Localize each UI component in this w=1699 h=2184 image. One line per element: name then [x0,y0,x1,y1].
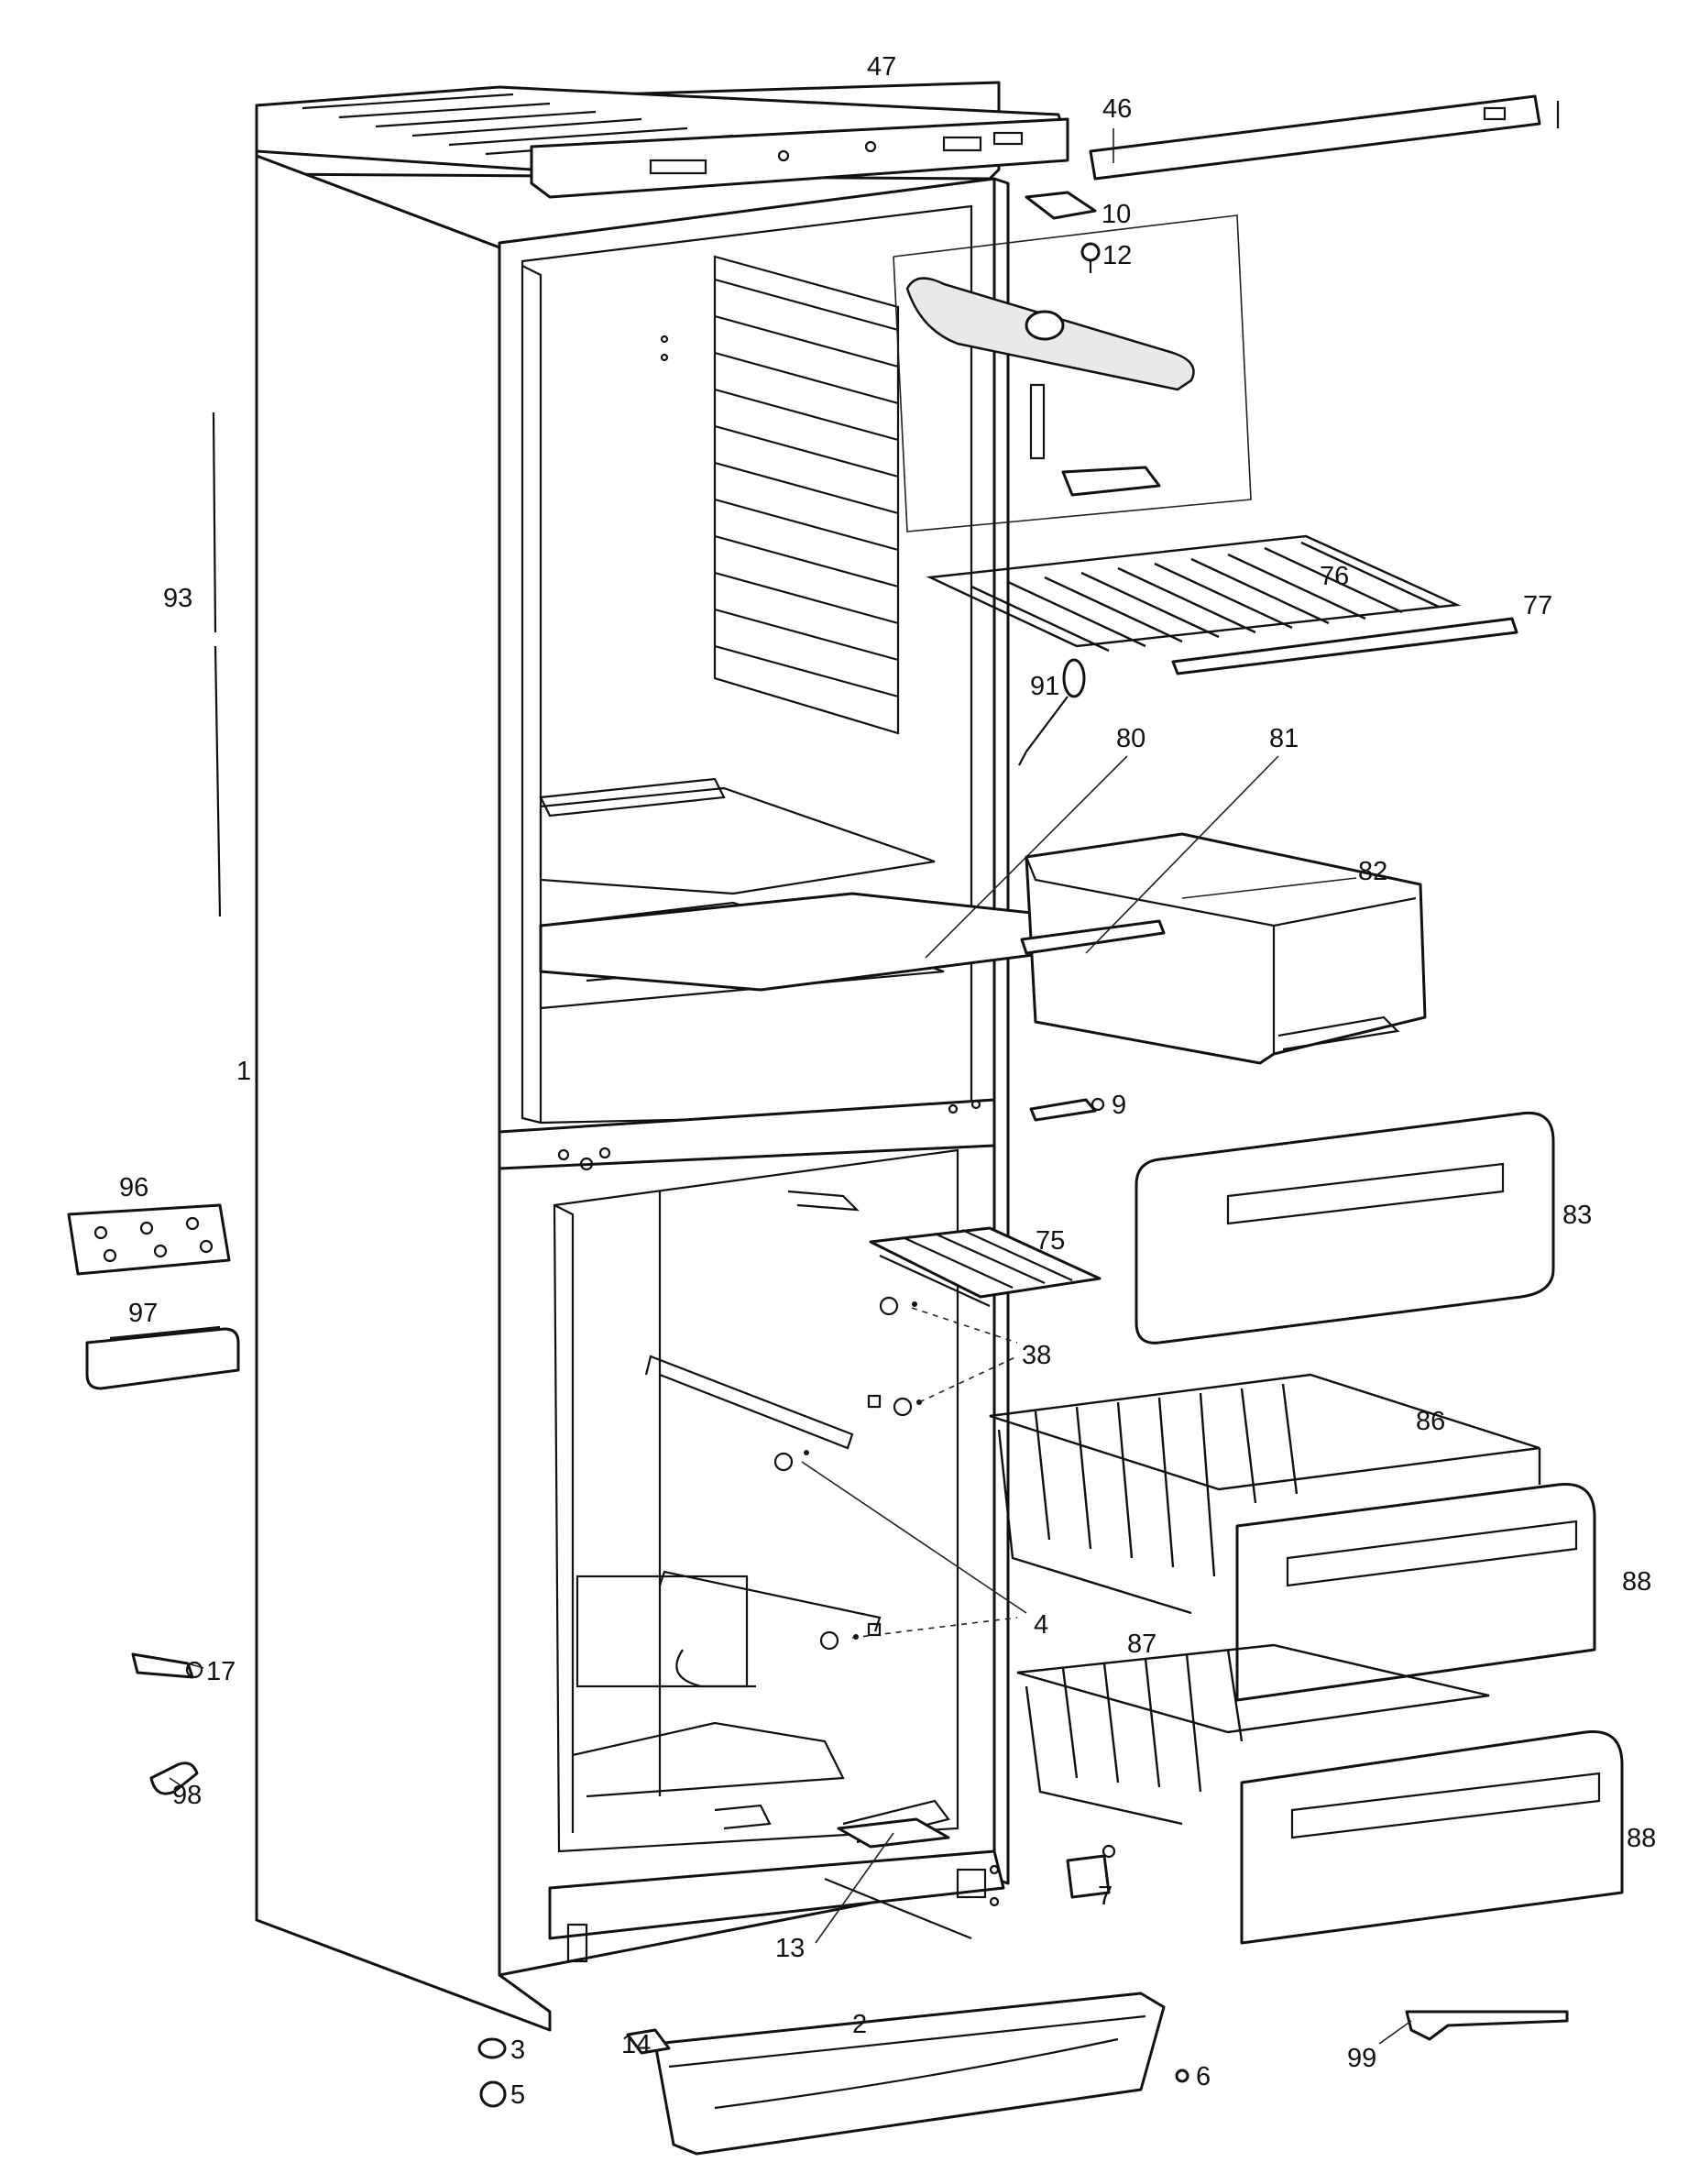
callout-97: 97 [128,1299,158,1328]
wire-basket-86 [989,1373,1541,1615]
trim-strip-46 [1089,94,1560,181]
callout-86: 86 [1416,1407,1445,1436]
screw-6 [1175,2069,1189,2083]
bracket-14 [626,2028,671,2055]
foot-3 [477,2037,507,2059]
callout-14: 14 [621,2030,651,2059]
foot-5 [479,2080,507,2108]
top-cover-47 [255,85,1069,199]
callout-5: 5 [510,2080,525,2110]
callout-88-lower: 88 [1627,1824,1656,1853]
kick-plate-2 [653,1992,1166,2156]
callout-17: 17 [206,1657,236,1686]
shelf-trim-77 [1171,617,1518,675]
crisper-box-82 [1025,832,1427,1065]
callout-81: 81 [1269,724,1299,753]
lamp-91 [1018,658,1086,766]
callout-96: 96 [119,1173,148,1202]
drawer-front-88-lower [1240,1729,1624,1945]
leader-lines [169,128,1412,2045]
callout-3: 3 [510,2036,525,2065]
callout-1: 1 [236,1057,251,1086]
callout-47: 47 [867,52,896,82]
callout-93: 93 [163,584,192,613]
callout-76: 76 [1320,562,1349,591]
hinge-cover-96 [67,1203,231,1276]
drawer-front-88-upper [1235,1482,1596,1702]
wire-basket-87 [1016,1643,1490,1826]
crisper-trim-81 [1020,919,1166,955]
callout-91: 91 [1030,672,1059,701]
callout-46: 46 [1102,94,1132,124]
callout-38: 38 [1022,1341,1051,1370]
callout-88-upper: 88 [1622,1567,1651,1597]
callout-13: 13 [775,1934,805,1963]
hinge-9 [1029,1097,1105,1122]
hinge-7 [1066,1844,1116,1899]
callout-4: 4 [1034,1610,1048,1640]
thermostat-assembly [893,214,1252,532]
callout-12: 12 [1102,241,1132,270]
door-tool-99 [1405,2010,1569,2041]
callout-9: 9 [1112,1091,1126,1120]
shelf-support-pins [773,1296,922,1651]
handle-holder-97 [85,1325,240,1390]
callout-87: 87 [1127,1630,1156,1659]
callout-98: 98 [172,1781,202,1810]
callout-6: 6 [1196,2062,1211,2091]
callout-75: 75 [1036,1226,1065,1256]
screw-12 [1080,242,1101,273]
bottom-brackets [566,1864,1000,1963]
evaporator-fins [713,255,900,735]
callout-82: 82 [1358,857,1387,886]
callout-7: 7 [1098,1882,1113,1911]
callout-99: 99 [1347,2044,1376,2073]
ice-tray-75 [869,1226,1102,1307]
cabinet-body [255,81,1010,2032]
callout-2: 2 [852,2010,867,2039]
plug-98 [149,1761,199,1795]
callout-10: 10 [1102,200,1131,229]
callout-77: 77 [1523,591,1552,620]
callout-80: 80 [1116,724,1145,753]
bracket-10 [1025,191,1097,220]
freezer-flap-83 [1134,1111,1555,1344]
callout-83: 83 [1562,1201,1592,1230]
wire-shelf-76 [926,534,1462,653]
callout-labels: 47 46 10 12 76 77 93 91 80 81 82 1 9 96 … [119,52,1656,2110]
gasket-rod-93 [212,412,222,917]
pin-17 [131,1652,203,1679]
